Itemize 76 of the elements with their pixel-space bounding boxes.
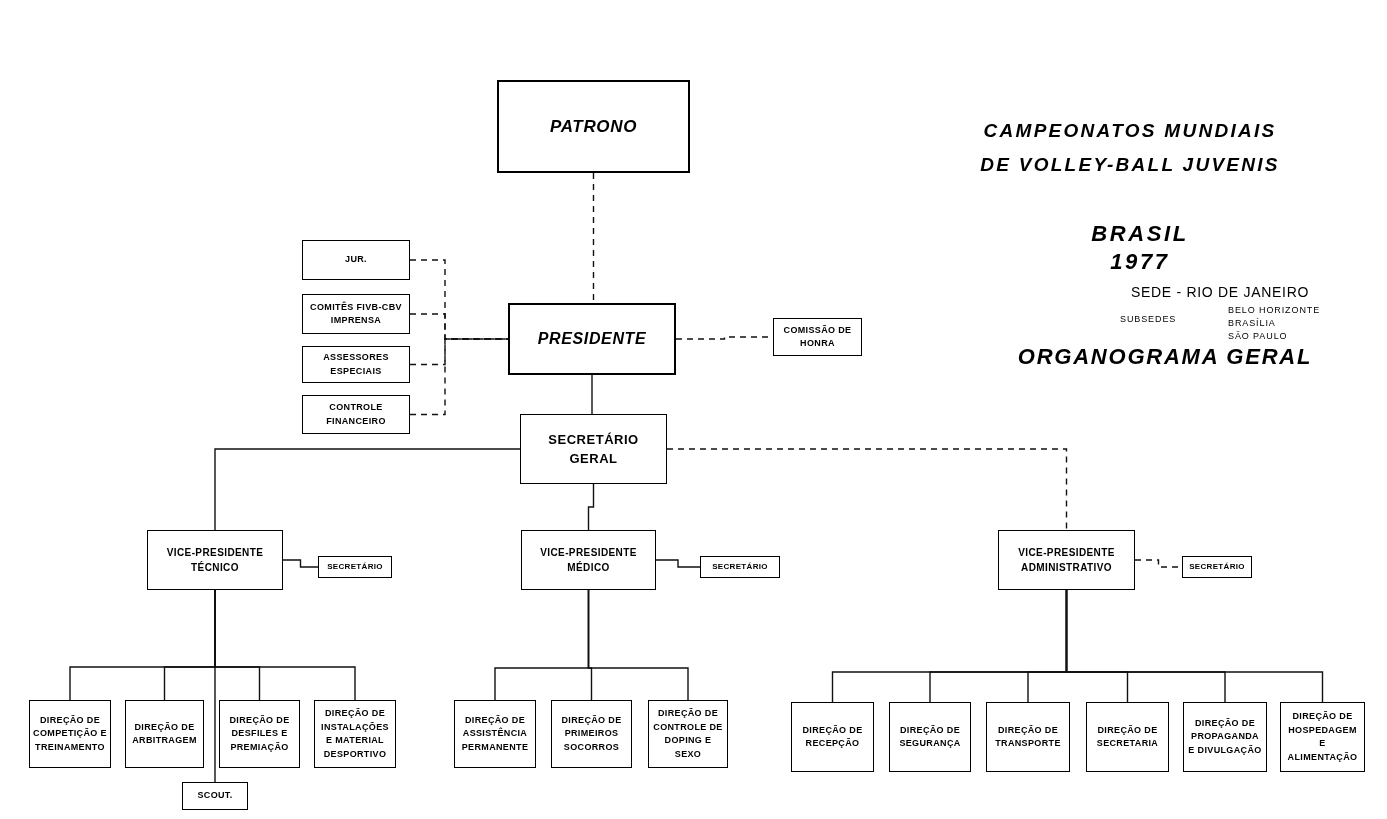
org-box <box>700 556 780 578</box>
org-box <box>998 530 1135 590</box>
box-label: PRESIDENTE <box>537 329 647 349</box>
org-box <box>1183 702 1267 772</box>
box-label: DIREÇÃO DE DESFILES E PREMIAÇÃO <box>228 713 291 754</box>
box-label: DIREÇÃO DE ASSISTÊNCIA PERMANENTE <box>460 713 530 754</box>
box-label: SECRETÁRIO GERAL <box>547 430 640 468</box>
org-box <box>508 303 676 375</box>
connector-line <box>666 448 1068 531</box>
box-label: DIREÇÃO DE SECRETARIA <box>1095 723 1160 750</box>
org-box <box>551 700 632 768</box>
box-label: DIREÇÃO DE TRANSPORTE <box>994 723 1062 750</box>
org-box <box>182 782 248 810</box>
box-label: SECRETÁRIO <box>1189 561 1245 573</box>
box-label: DIREÇÃO DE INSTALAÇÕES E MATERIAL DESPORTIVO <box>320 707 390 761</box>
header-text: BRASIL <box>1090 220 1190 248</box>
header-text: ORGANOGRAMA GERAL <box>1016 343 1314 371</box>
connector-line <box>409 338 509 366</box>
connector-line <box>655 559 701 568</box>
org-box <box>520 414 667 484</box>
connector-line <box>214 589 216 783</box>
org-box <box>302 240 410 280</box>
org-box <box>125 700 204 768</box>
box-label: VICE-PRESIDENTE TÉCNICO <box>165 546 265 575</box>
org-box <box>889 702 971 772</box>
org-box <box>454 700 536 768</box>
header-text: SEDE - RIO DE JANEIRO <box>1129 284 1311 302</box>
org-box <box>302 395 410 434</box>
box-label: DIREÇÃO DE PROPAGANDA E DIVULGAÇÃO <box>1187 716 1263 757</box>
box-label: DIREÇÃO DE CONTROLE DE DOPING E SEXO <box>652 707 724 761</box>
box-label: ASSESSORES ESPECIAIS <box>322 351 390 378</box>
chart-title: CAMPEONATOS MUNDIAIS DE VOLLEY-BALL JUVENIS <box>979 119 1281 177</box>
box-label: DIREÇÃO DE RECEPÇÃO <box>801 723 864 750</box>
org-box <box>648 700 728 768</box>
header-text: 1977 <box>1109 248 1171 276</box>
org-box <box>314 700 396 768</box>
box-label: VICE-PRESIDENTE ADMINISTRATIVO <box>1017 546 1116 575</box>
connector-line <box>1065 589 1324 703</box>
header-text: BELO HORIZONTE <box>1228 305 1322 317</box>
org-box <box>521 530 656 590</box>
box-label: PATRONO <box>549 115 638 138</box>
box-label: COMITÊS FIVB-CBV IMPRENSA <box>309 300 403 327</box>
connector-line <box>587 483 595 531</box>
org-box <box>773 318 862 356</box>
org-box <box>1182 556 1252 578</box>
box-label: SCOUT. <box>197 789 233 803</box>
box-label: CONTROLE FINANCEIRO <box>325 401 387 428</box>
org-box <box>219 700 300 768</box>
org-box <box>497 80 690 173</box>
org-box <box>1086 702 1169 772</box>
connector-line <box>214 448 521 531</box>
box-label: DIREÇÃO DE PRIMEIROS SOCORROS <box>560 713 623 754</box>
org-box <box>29 700 111 768</box>
box-label: DIREÇÃO DE COMPETIÇÃO E TREINAMENTO <box>33 713 107 754</box>
org-box <box>318 556 392 578</box>
connector-line <box>409 338 509 416</box>
box-label: DIREÇÃO DE ARBITRAGEM <box>131 720 198 747</box>
org-box <box>1280 702 1365 772</box>
connector-line <box>591 374 593 415</box>
box-label: DIREÇÃO DE SEGURANÇA <box>898 723 962 750</box>
org-box <box>986 702 1070 772</box>
box-label: SECRETÁRIO <box>712 561 768 573</box>
connector-line <box>282 559 319 568</box>
box-label: VICE-PRESIDENTE MÉDICO <box>539 546 638 575</box>
connector-line <box>587 589 689 701</box>
org-box <box>147 530 283 590</box>
box-label: COMISSÃO DE HONRA <box>782 323 853 350</box>
org-box <box>302 294 410 334</box>
box-label: SECRETÁRIO <box>327 561 383 573</box>
org-box <box>791 702 874 772</box>
header-text: BRASÍLIA <box>1228 318 1277 330</box>
box-label: DIREÇÃO DE HOSPEDAGEM E ALIMENTAÇÃO <box>1286 710 1359 764</box>
org-box <box>302 346 410 383</box>
box-label: JUR. <box>345 253 367 267</box>
header-text: SUBSEDES <box>1120 314 1178 326</box>
header-text: SÃO PAULO <box>1228 331 1289 343</box>
